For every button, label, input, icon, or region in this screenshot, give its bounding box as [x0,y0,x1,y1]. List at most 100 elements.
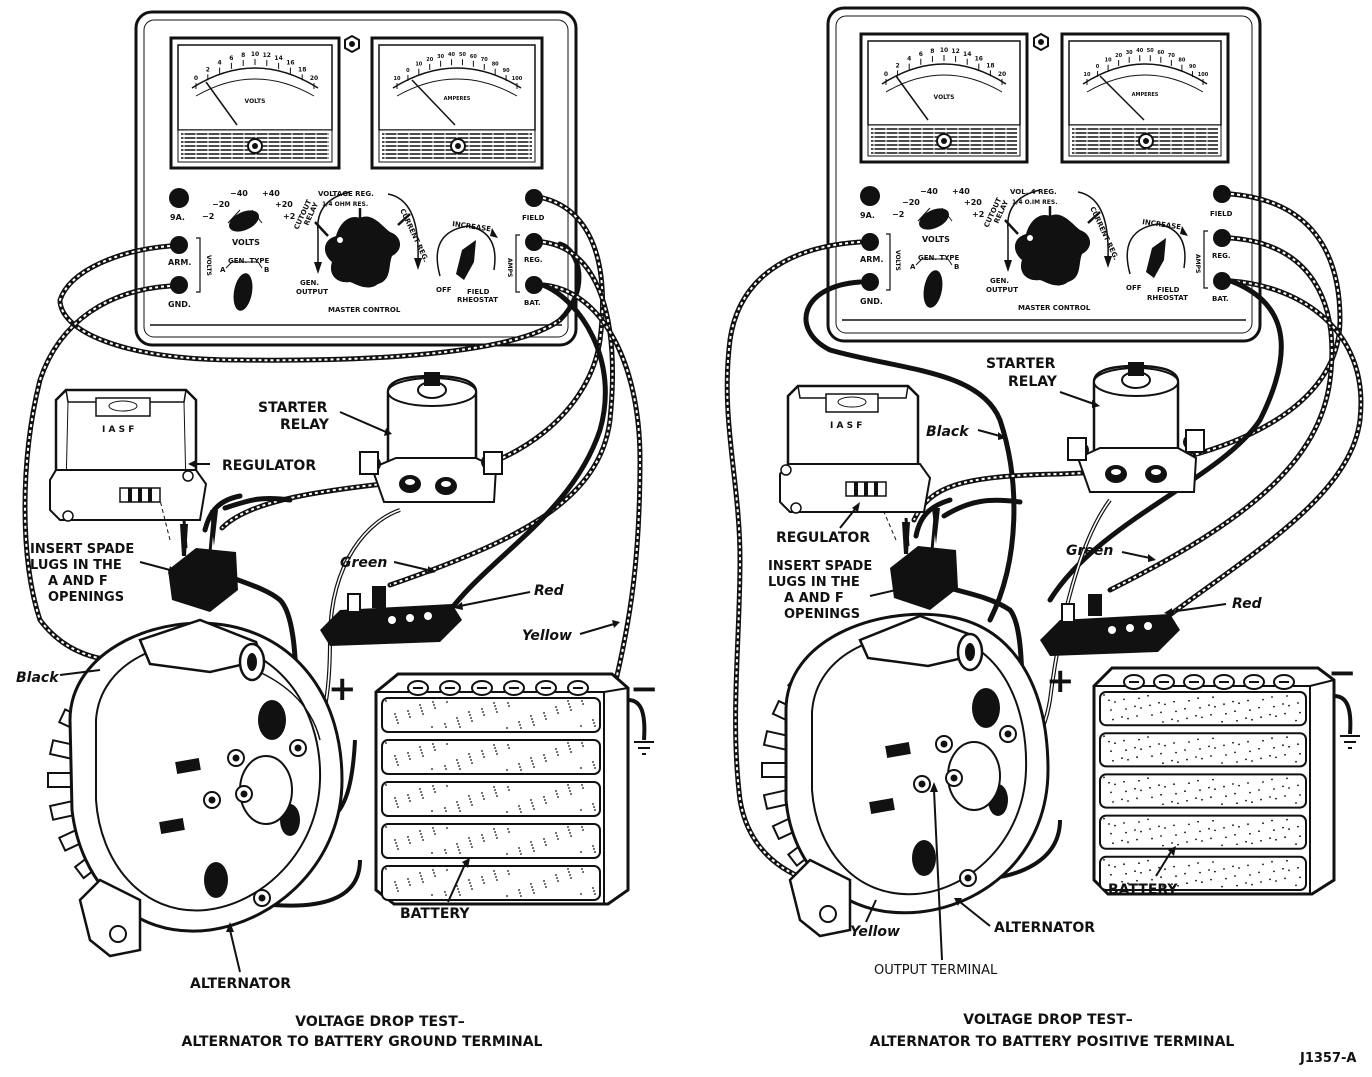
stipple-dot [1282,703,1284,705]
field-jack[interactable] [1213,185,1231,203]
stipple-dot [394,839,396,841]
bolt-highlight [405,479,415,485]
stipple-dot [1151,714,1153,716]
arm-jack[interactable] [170,236,188,254]
stipple-dot [1236,719,1238,722]
stipple-dot [506,727,508,729]
stipple-dot [519,892,521,894]
black-wire-label: Black [16,670,60,686]
stipple-dot [568,787,570,789]
stipple-dot [1295,802,1297,804]
gen-output-label-2: OUTPUT [986,286,1018,294]
terminal-stud [294,744,302,752]
stipple-dot [1121,839,1123,842]
stipple-dot [1127,882,1129,885]
stipple-dot [395,716,397,718]
stipple-dot [1236,802,1238,805]
stipple-dot [1195,756,1197,758]
volts-range-selector-knob[interactable] [226,206,263,236]
stipple-dot [1214,829,1216,832]
stipple-dot [483,798,485,800]
stipple-dot [420,791,422,793]
stipple-dot [1112,718,1114,721]
stipple-dot [1162,885,1164,888]
stipple-dot [1297,866,1299,869]
stipple-dot [1299,835,1301,838]
stipple-dot [468,753,470,755]
reg-jack[interactable] [525,233,543,251]
stipple-dot [1197,779,1199,782]
stipple-dot [507,870,509,872]
stipple-dot [432,743,434,745]
stipple-dot [395,758,397,760]
stipple-dot [1251,801,1253,804]
stipple-dot [555,832,557,834]
regulator: I A S F [49,388,208,522]
stipple-dot [1136,879,1138,882]
stipple-dot [530,799,532,801]
meter-scale-label: 14 [963,51,971,58]
gen-type-selector-knob[interactable] [231,272,255,313]
stipple-dot [507,702,509,704]
stipple-dot [1136,715,1138,717]
stipple-dot [459,726,461,728]
stipple-dot [570,709,572,711]
stipple-dot [482,879,484,881]
stipple-dot [1225,712,1227,715]
stipple-dot [1138,738,1140,741]
stipple-dot [431,852,433,854]
9a-jack[interactable] [169,188,189,208]
stipple-dot [555,748,557,750]
stipple-dot [459,852,461,854]
stipple-dot [533,808,535,810]
range-minus-2: −2 [892,210,904,219]
volts-side-label: VOLTS [205,255,212,276]
stipple-dot [482,711,484,713]
stipple-dot [1164,785,1166,788]
yellow-wire-label: Yellow [850,924,900,940]
gen-type-selector-knob[interactable] [921,269,945,310]
bolt-highlight [441,481,451,487]
stipple-dot [1238,702,1240,705]
gnd-jack[interactable] [861,273,879,291]
starter-relay [1067,362,1205,493]
field-jack[interactable] [525,189,543,207]
stipple-dot [531,760,533,762]
stipple-dot [1188,823,1190,826]
stipple-dot [493,702,495,704]
stipple-dot [1199,871,1201,874]
stipple-dot [544,757,546,759]
terminal-stud [240,790,248,798]
bat-jack[interactable] [1213,272,1231,290]
master-control-knob[interactable] [324,216,401,288]
meter-scale-label: 20 [426,57,433,63]
master-control-knob[interactable] [1014,214,1091,286]
stipple-dot [1273,746,1275,749]
stipple-dot [481,750,483,752]
stipple-dot [1147,777,1149,780]
stipple-dot [1297,825,1299,828]
stipple-dot [1212,737,1214,740]
stipple-dot [1103,858,1105,861]
meter-scale-label: 16 [975,56,983,63]
gnd-jack[interactable] [170,276,188,294]
stipple-dot [385,784,387,786]
reg-jack[interactable] [1213,229,1231,247]
stipple-dot [481,876,483,878]
field-rheostat-knob[interactable] [1146,238,1166,278]
battery-cell-band [1099,855,1307,891]
stipple-dot [594,809,596,811]
yellow-wire-label: Yellow [522,628,572,644]
insert-spade-label-1: INSERT SPADE [30,542,134,557]
bat-jack[interactable] [525,276,543,294]
stipple-dot [1184,831,1186,834]
arm-jack[interactable] [861,233,879,251]
volts-range-selector-knob[interactable] [916,204,953,234]
stipple-dot [495,708,497,710]
stipple-dot [395,842,397,844]
9a-jack[interactable] [860,186,880,206]
field-rheostat-knob[interactable] [456,240,476,280]
insert-spade-label-4: OPENINGS [48,590,124,605]
stipple-dot [421,878,423,880]
stipple-dot [432,869,434,871]
